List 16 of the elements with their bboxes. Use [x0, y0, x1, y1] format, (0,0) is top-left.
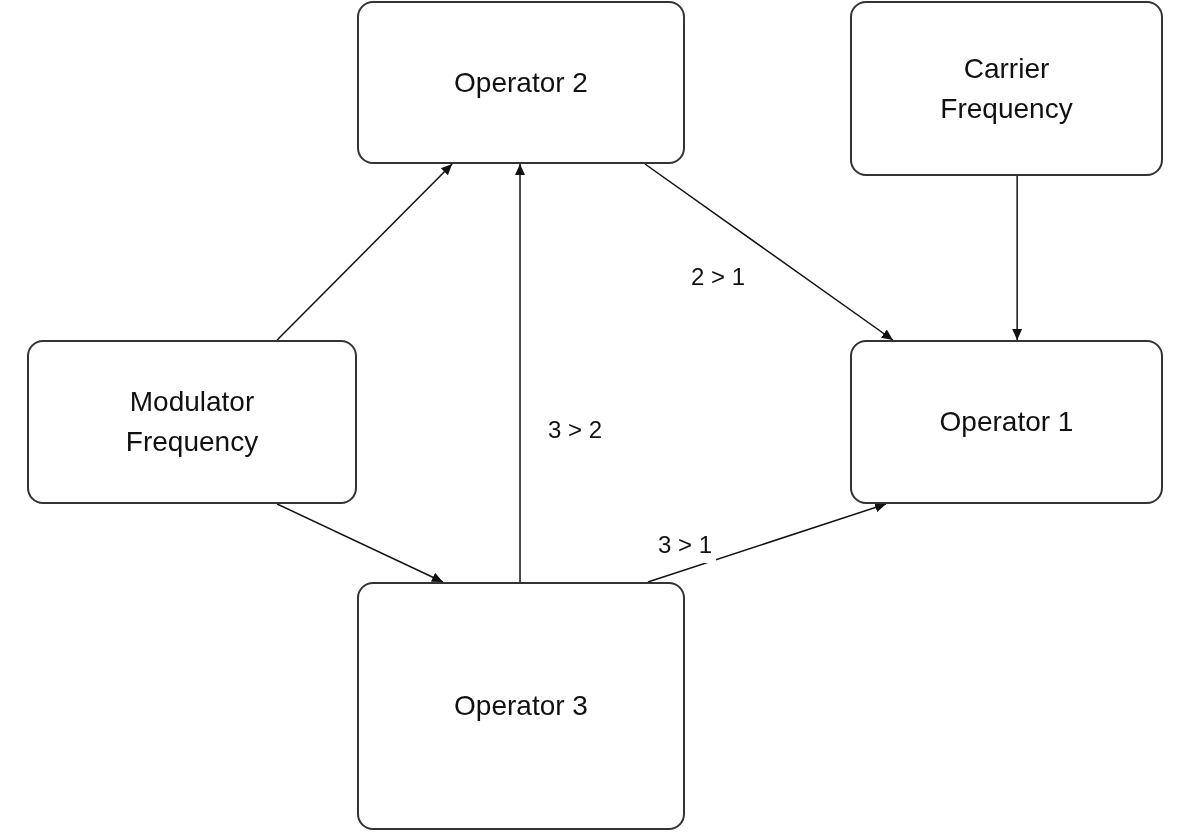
- process-box: [27, 340, 357, 504]
- process-box: [850, 1, 1163, 176]
- arrow: [644, 163, 894, 341]
- arrow: [515, 163, 525, 583]
- process-box: [850, 340, 1163, 504]
- box-label: Modulator Frequency: [124, 385, 260, 459]
- box-label: Operator 3: [454, 689, 588, 723]
- box-label: Operator 1: [939, 405, 1074, 439]
- arrow: [276, 503, 444, 583]
- arrow: [1012, 175, 1023, 341]
- arrow: [276, 163, 453, 341]
- process-box: [357, 1, 685, 164]
- arrow: [647, 502, 887, 583]
- box-label: Carrier Frequency: [939, 51, 1074, 126]
- box-label: Operator 2: [454, 65, 588, 100]
- process-box: [357, 582, 685, 830]
